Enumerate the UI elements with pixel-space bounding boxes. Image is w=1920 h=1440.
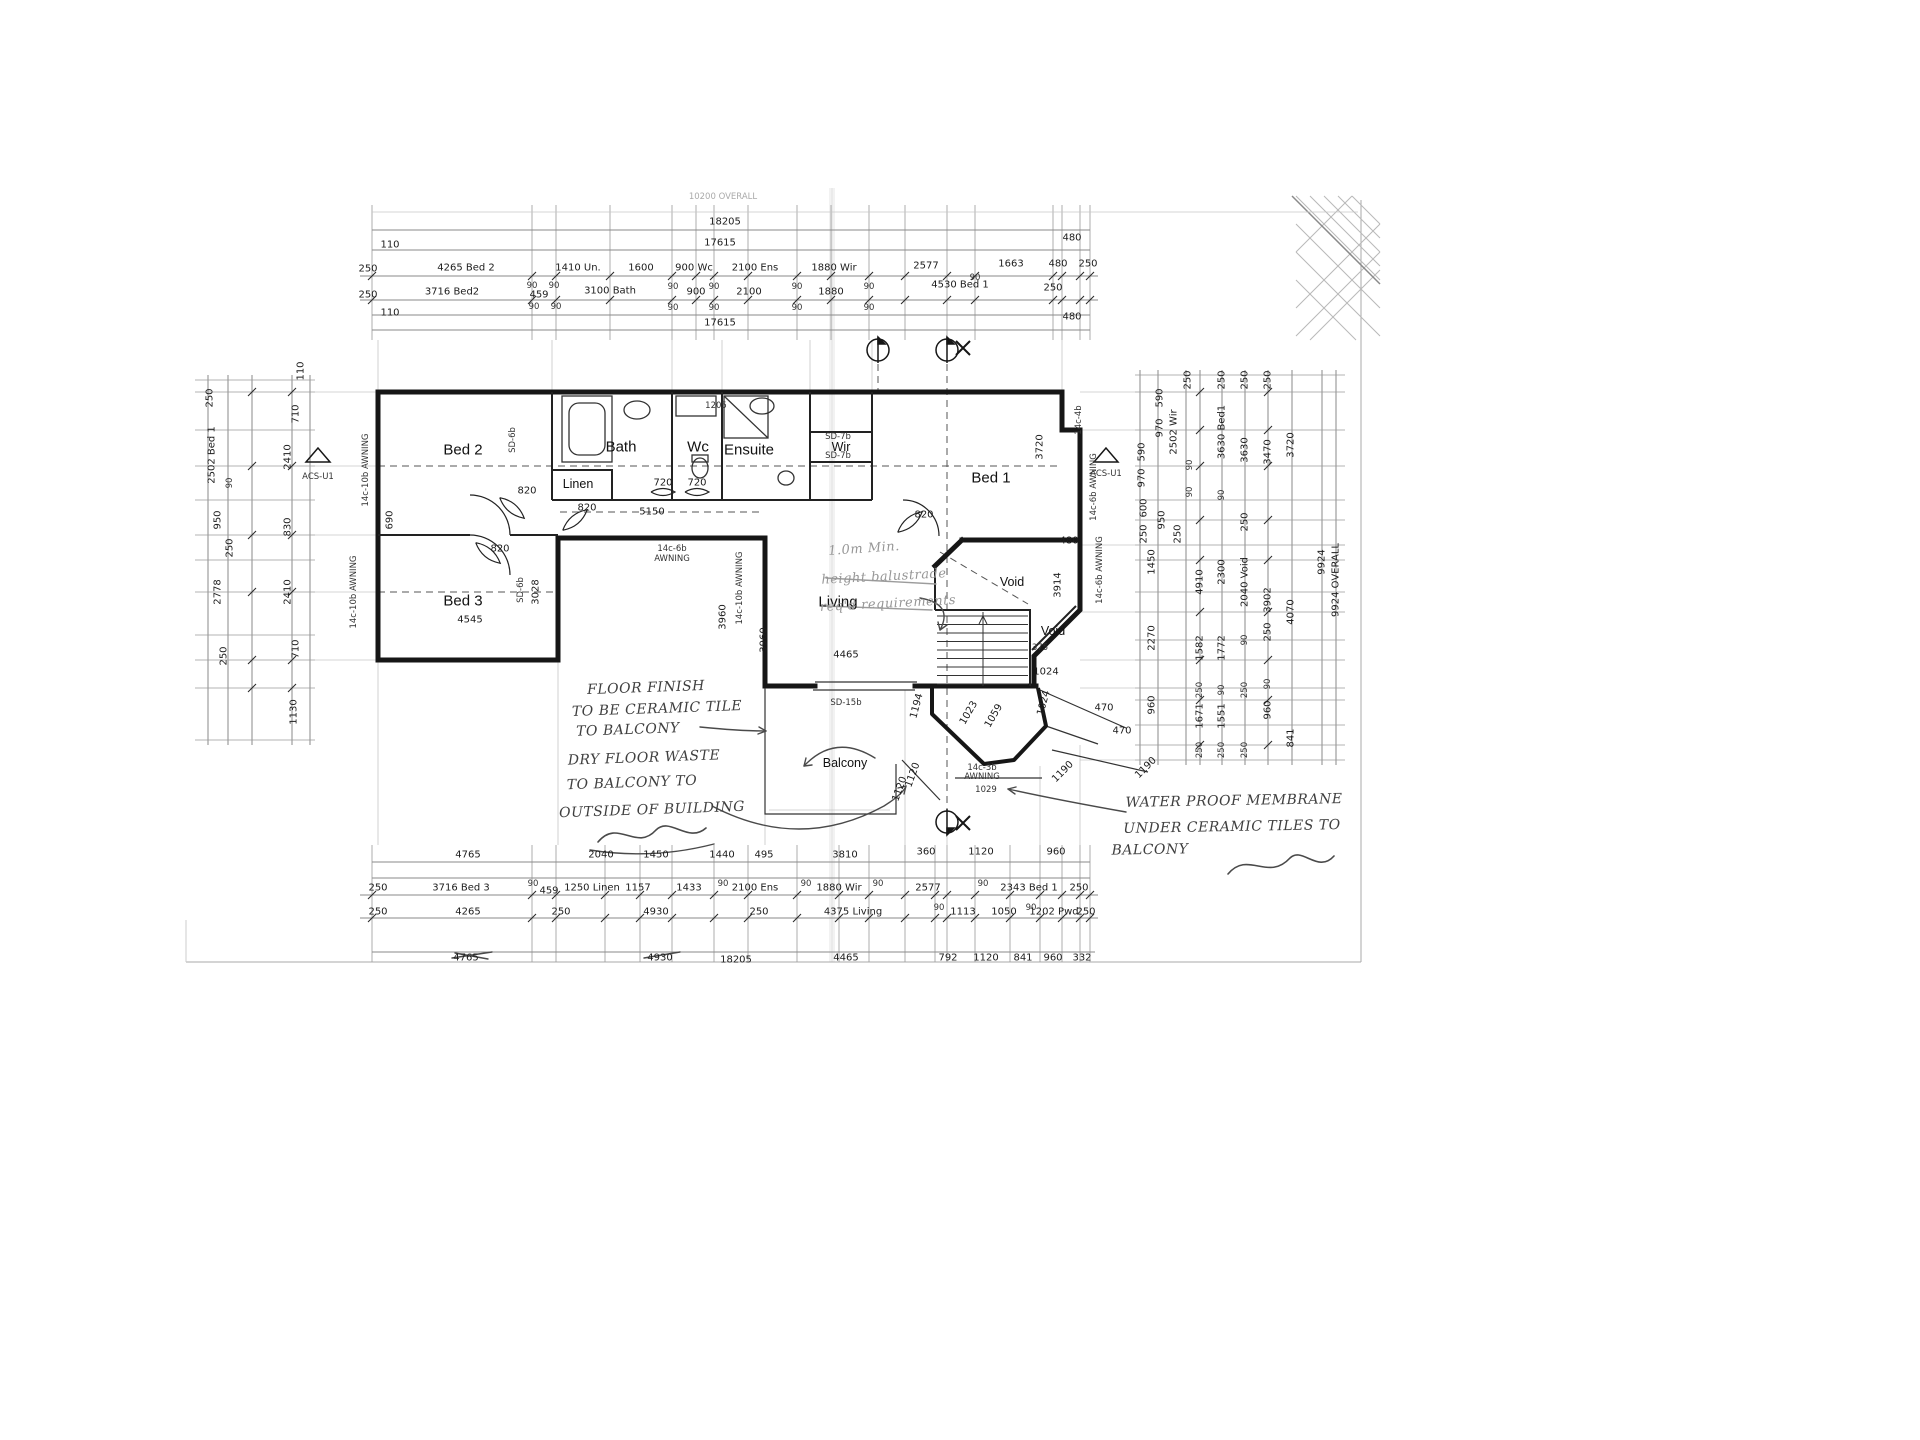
scan-artifacts: [185, 188, 1381, 963]
plumbing-fixtures: [561, 395, 795, 486]
signature-scribble-left: [597, 825, 707, 843]
handwriting-strokes: [451, 577, 1335, 960]
ensuite-toilet-icon: [777, 470, 795, 486]
folded-corner-hatch: [1295, 195, 1381, 341]
walls-exterior: [375, 389, 1083, 689]
section-markers: [304, 335, 1120, 837]
shower-icon: [723, 395, 769, 439]
balcony-outline: [764, 688, 1149, 815]
strike-through: [451, 951, 493, 960]
toilet-icon: [691, 457, 709, 479]
left-dimension-lines: [195, 375, 378, 745]
walls-interior: [378, 392, 1077, 686]
signature-scribble-right: [1227, 854, 1335, 875]
bathtub-icon: [561, 395, 613, 463]
acs-marker-left: [304, 446, 332, 463]
strike-through: [643, 951, 681, 959]
door-symbols: [469, 487, 940, 576]
arrow-waste-to-balcony: [711, 785, 907, 830]
right-dimension-lines: [1080, 370, 1345, 765]
bottom-dimension-lines: [360, 845, 1098, 962]
dashed-centerlines: [378, 340, 1062, 828]
arrow-to-balcony: [699, 726, 767, 732]
arrow-waterproof: [1007, 788, 1127, 813]
extension-lines: [377, 340, 1081, 845]
basin-icon: [623, 400, 651, 420]
arrow-balustrade: [919, 597, 945, 631]
top-dimension-lines: [360, 205, 1358, 340]
balcony-bay-walls: [930, 687, 1048, 766]
acs-marker-right: [1092, 446, 1120, 463]
ensuite-basin-icon: [749, 397, 775, 415]
sliding-door-sd15b: [813, 681, 917, 691]
staircase: [937, 612, 1028, 686]
